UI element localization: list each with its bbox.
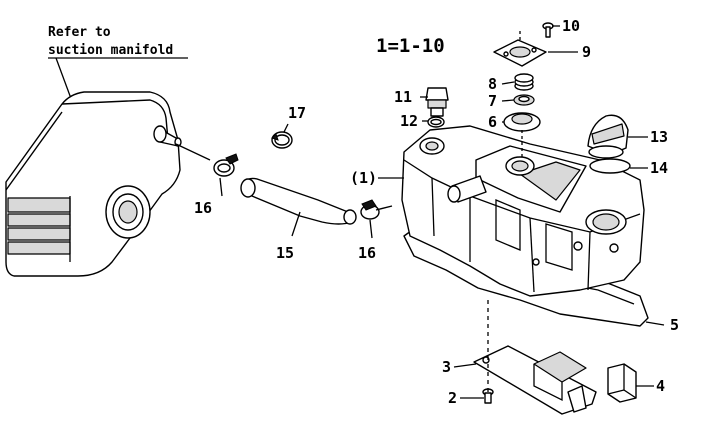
callout-13: 13 [650,128,668,146]
callout-16-left: 16 [194,199,212,217]
callout-4: 4 [656,377,665,395]
breather-hose [240,177,357,225]
diaphragm-6 [503,112,541,132]
leader-lines [219,25,665,399]
reference-note-line1: Refer to [48,25,111,40]
callout-5: 5 [670,316,679,334]
callout-2: 2 [448,389,457,407]
hose-clamp-right [360,199,393,220]
o-ring-12 [427,116,445,128]
bracket-3 [473,345,597,415]
nipple-bolt [425,87,449,117]
callout-10: 10 [562,17,580,35]
callout-15: 15 [276,244,294,262]
oil-filler-cap [587,114,629,159]
screw-10 [542,22,554,38]
callout-14: 14 [650,159,668,177]
o-ring-14 [589,158,631,174]
hose-clamp-left [213,153,239,177]
callout-7: 7 [488,92,497,110]
callout-16-right: 16 [358,244,376,262]
plate-7 [513,94,535,106]
callout-1: (1) [350,169,377,187]
range-note: 1=1-10 [376,35,445,57]
callout-6: 6 [488,113,497,131]
reference-note-line2: suction manifold [48,43,173,58]
callout-8: 8 [488,75,497,93]
callout-9: 9 [582,43,591,61]
breather-cover-9 [493,39,547,67]
suction-manifold-cover [5,91,211,277]
callout-11: 11 [394,88,412,106]
callout-12: 12 [400,112,418,130]
rocker-cover [401,125,645,297]
callout-labels: (1) 2 3 4 5 6 7 8 9 10 11 12 13 14 15 16… [194,17,679,407]
spring-8 [514,73,534,91]
callout-3: 3 [442,358,451,376]
spring-clip [271,131,293,149]
callout-17: 17 [288,104,306,122]
rubber-block-4 [607,363,637,403]
